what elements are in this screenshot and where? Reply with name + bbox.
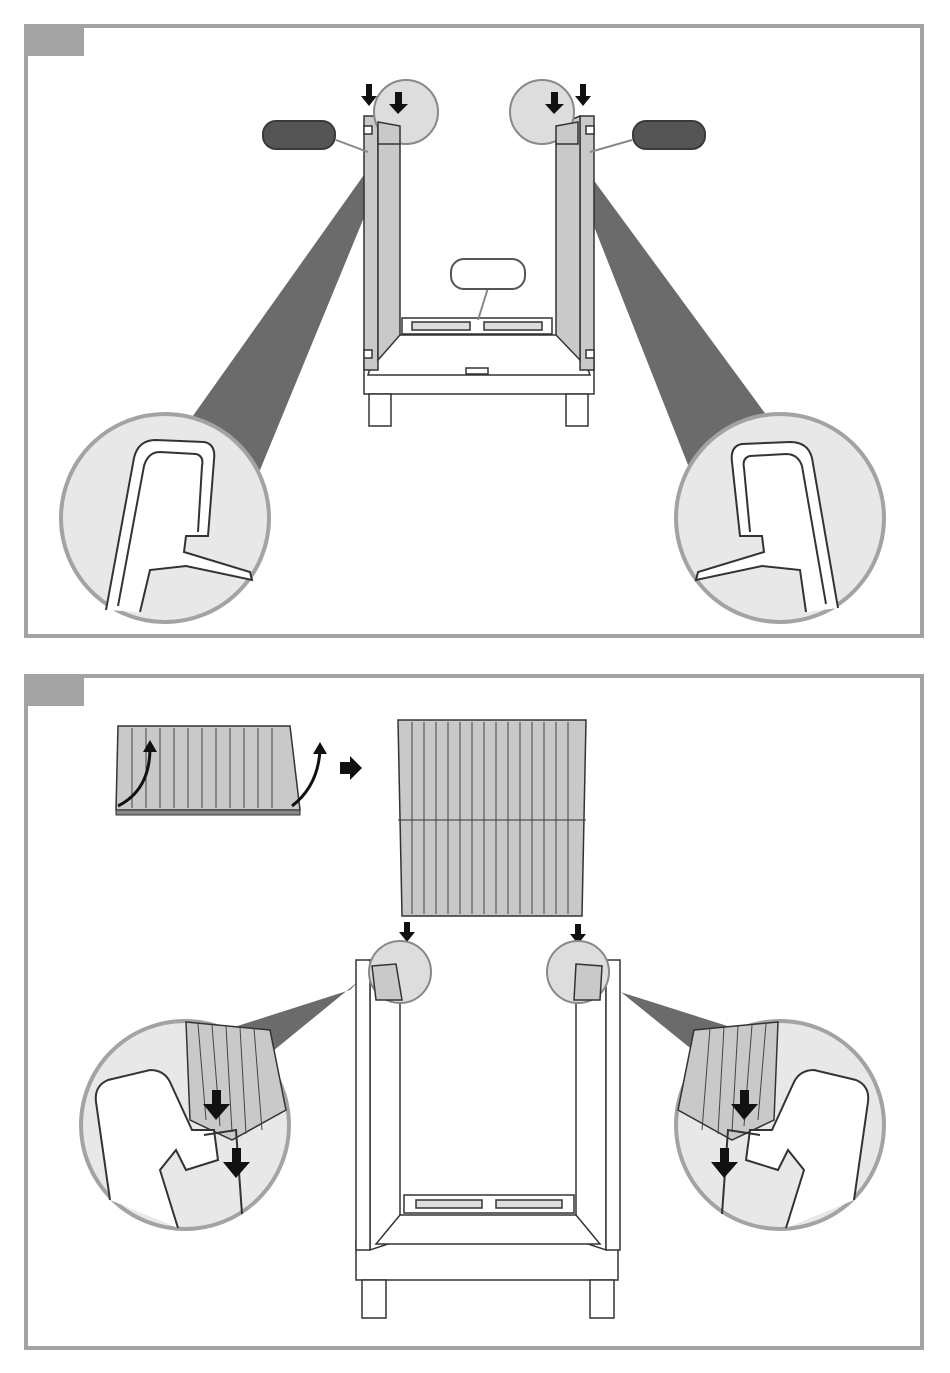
part-callout-floor (450, 258, 526, 290)
part-callout-left (262, 120, 336, 150)
down-arrow-icon (399, 922, 415, 942)
detail-view-right-slot (676, 1021, 884, 1229)
detail-view-right-joint (676, 414, 884, 622)
right-arrow-icon (340, 756, 362, 780)
panel-flip-illustration (116, 726, 300, 815)
down-arrow-icon (575, 84, 591, 106)
left-wall-panel (364, 116, 400, 370)
detail-view-left-joint (61, 414, 269, 622)
detail-view-left-slot (81, 1021, 289, 1229)
right-wall-panel (556, 116, 594, 370)
cabinet-frame (356, 960, 620, 1318)
part-callout-right (632, 120, 706, 150)
back-panel (398, 720, 586, 916)
curved-arrow-icon (313, 742, 327, 754)
